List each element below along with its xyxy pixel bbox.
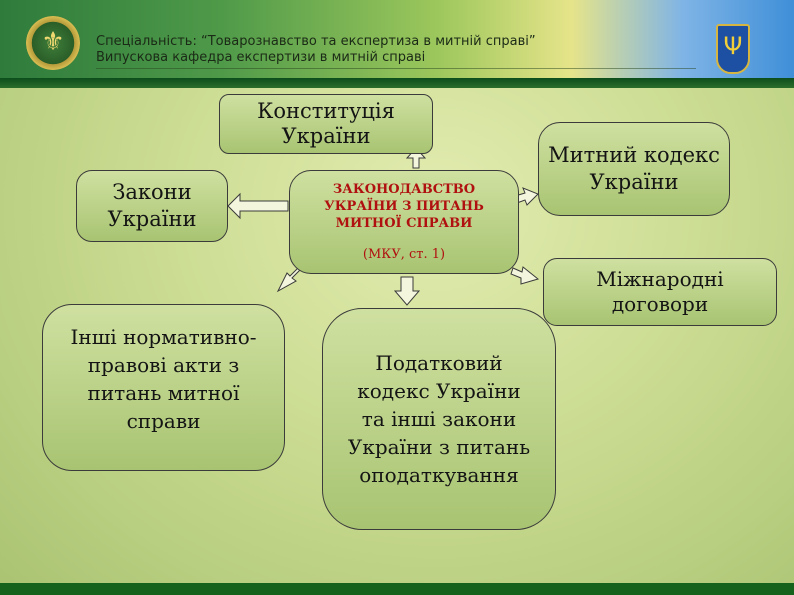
tax-line-1: Податковий	[375, 351, 503, 375]
other-acts-line-3: питань митної	[87, 381, 240, 405]
customs-code-box: Митний кодекс України	[538, 122, 730, 216]
customs-legislation-box: ЗАКОНОДАВСТВО УКРАЇНИ З ПИТАНЬ МИТНОЇ СП…	[289, 170, 519, 274]
header-rule	[96, 68, 696, 69]
other-acts-line-4: справи	[126, 409, 201, 433]
international-line-1: Міжнародні	[596, 267, 724, 291]
laws-line-1: Закони	[112, 180, 192, 204]
laws-box: Закони України	[76, 170, 228, 242]
header-title: Спеціальність: “Товарознавство та експер…	[96, 34, 536, 66]
arrow-left-other-acts	[276, 267, 301, 293]
center-reference: (МКУ, ст. 1)	[362, 247, 446, 262]
center-line-3: МИТНОЇ СПРАВИ	[335, 216, 473, 231]
laws-line-2: України	[107, 207, 197, 231]
footer-band	[0, 583, 794, 595]
specialty-line: Спеціальність: “Товарознавство та експер…	[96, 34, 536, 49]
department-line: Випускова кафедра експертизи в митній сп…	[96, 50, 426, 65]
constitution-box: Конституція України	[219, 94, 433, 154]
header-divider	[0, 78, 794, 88]
tax-line-5: оподаткування	[359, 463, 519, 487]
center-line-2: УКРАЇНИ З ПИТАНЬ	[324, 199, 484, 214]
customs-emblem-icon: ⚜	[26, 16, 80, 70]
international-line-2: договори	[611, 292, 709, 316]
arrow-down-tax-code	[393, 276, 421, 306]
center-line-1: ЗАКОНОДАВСТВО	[332, 182, 476, 197]
ukraine-trident-icon: Ψ	[716, 24, 750, 74]
other-acts-line-2: правові акти з	[87, 353, 240, 377]
tax-line-2: кодекс України	[357, 379, 521, 403]
constitution-line-1: Конституція	[257, 99, 395, 123]
other-acts-box: Інші нормативно- правові акти з питань м…	[42, 304, 285, 471]
tax-line-3: та інші закони	[361, 407, 517, 431]
arrow-right-international	[510, 266, 540, 285]
tax-code-box: Податковий кодекс України та інші закони…	[322, 308, 556, 530]
header-banner	[0, 0, 794, 78]
constitution-line-2: України	[281, 124, 371, 148]
customs-code-line-1: Митний кодекс	[548, 143, 720, 167]
customs-code-line-2: України	[589, 170, 679, 194]
international-treaties-box: Міжнародні договори	[543, 258, 777, 326]
arrow-left-laws	[227, 192, 289, 220]
tax-line-4: України з питань	[347, 435, 531, 459]
other-acts-line-1: Інші нормативно-	[70, 325, 257, 349]
